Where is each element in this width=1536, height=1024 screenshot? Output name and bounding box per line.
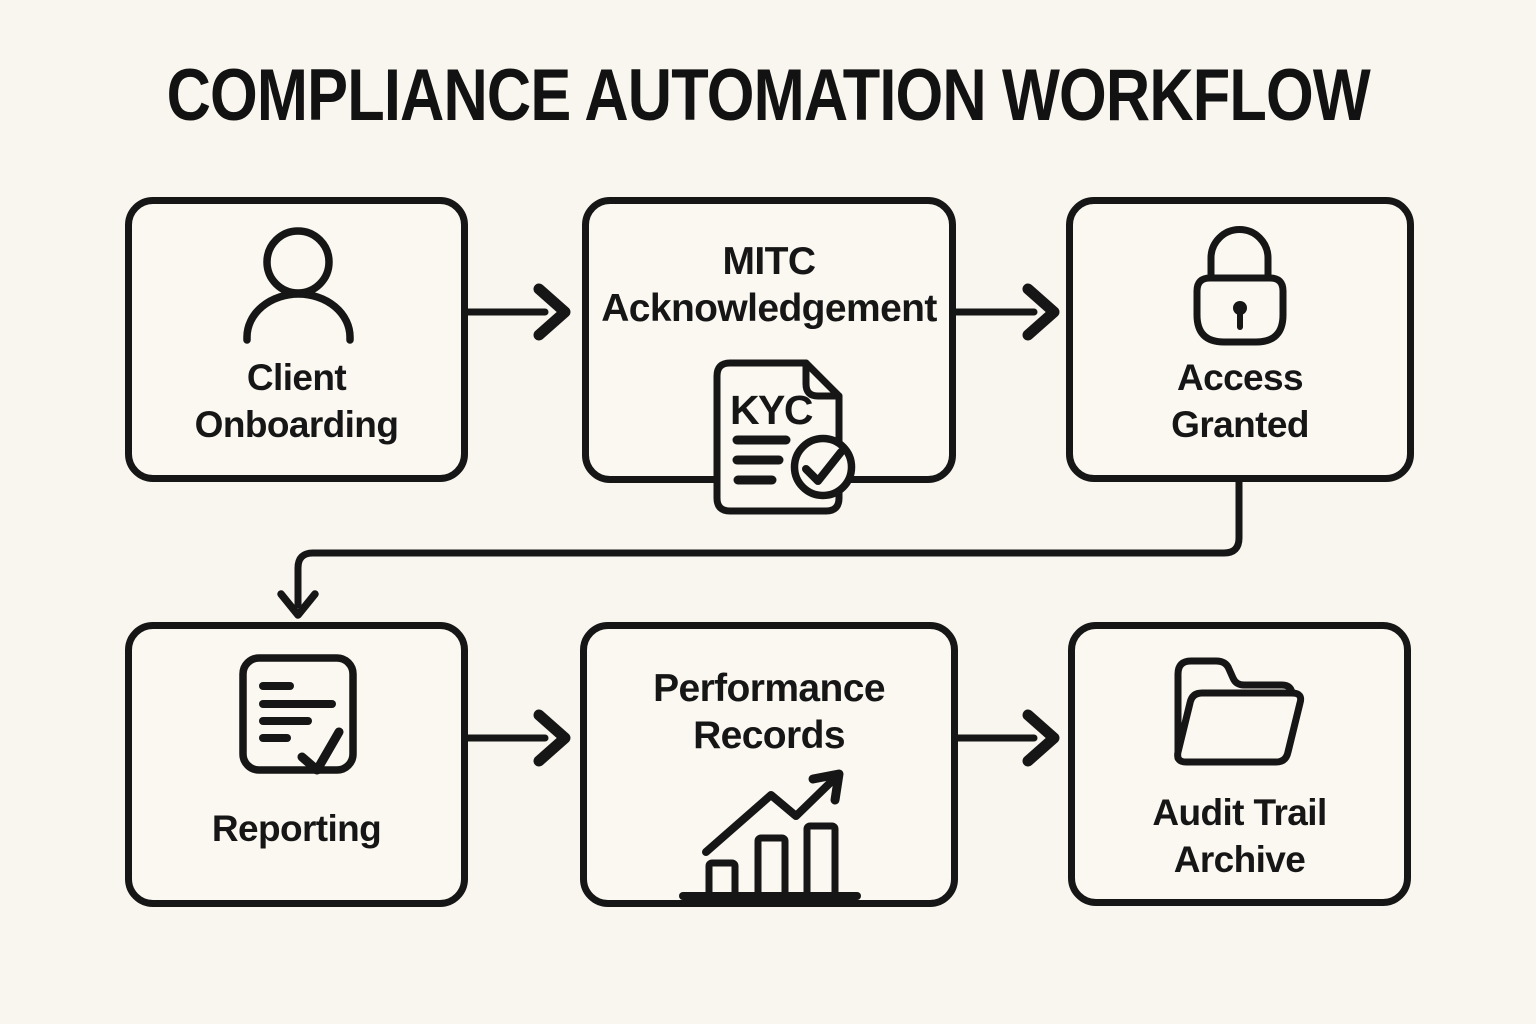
label-line: Acknowledgement	[601, 287, 937, 330]
node-label: Reporting	[132, 805, 461, 852]
node-access-granted: Access Granted	[1066, 197, 1414, 482]
label-line: Granted	[1171, 404, 1309, 445]
node-label: MITC Acknowledgement	[589, 238, 949, 332]
label-line: Records	[693, 714, 845, 757]
page-title-text: COMPLIANCE AUTOMATION WORKFLOW	[166, 55, 1370, 136]
arrow-performance-to-audit	[954, 709, 1060, 767]
node-label: Access Granted	[1073, 354, 1407, 448]
label-line: Reporting	[211, 808, 382, 849]
label-line: Audit Trail	[1152, 792, 1327, 833]
node-client-onboarding: Client Onboarding	[125, 197, 468, 482]
label-line: Onboarding	[194, 404, 399, 445]
node-label: Performance Records	[587, 665, 951, 759]
label-line: MITC	[722, 240, 817, 283]
node-reporting: Reporting	[125, 622, 468, 907]
node-mitc-acknowledgement: MITC Acknowledgement	[582, 197, 956, 483]
label-line: Performance	[653, 667, 885, 710]
page-title: COMPLIANCE AUTOMATION WORKFLOW	[0, 55, 1536, 136]
arrow-client-to-mitc	[464, 283, 571, 341]
node-performance-records: Performance Records	[580, 622, 958, 907]
label-line: Client	[246, 357, 347, 398]
label-line: Archive	[1173, 839, 1306, 880]
arrow-reporting-to-performance	[464, 709, 571, 767]
label-line: Access	[1176, 357, 1304, 398]
node-label: Audit Trail Archive	[1075, 789, 1404, 883]
arrow-mitc-to-access	[952, 283, 1060, 341]
node-audit-trail-archive: Audit Trail Archive	[1068, 622, 1411, 906]
node-label: Client Onboarding	[132, 354, 461, 448]
elbow-arrow-access-to-reporting	[277, 478, 1243, 619]
